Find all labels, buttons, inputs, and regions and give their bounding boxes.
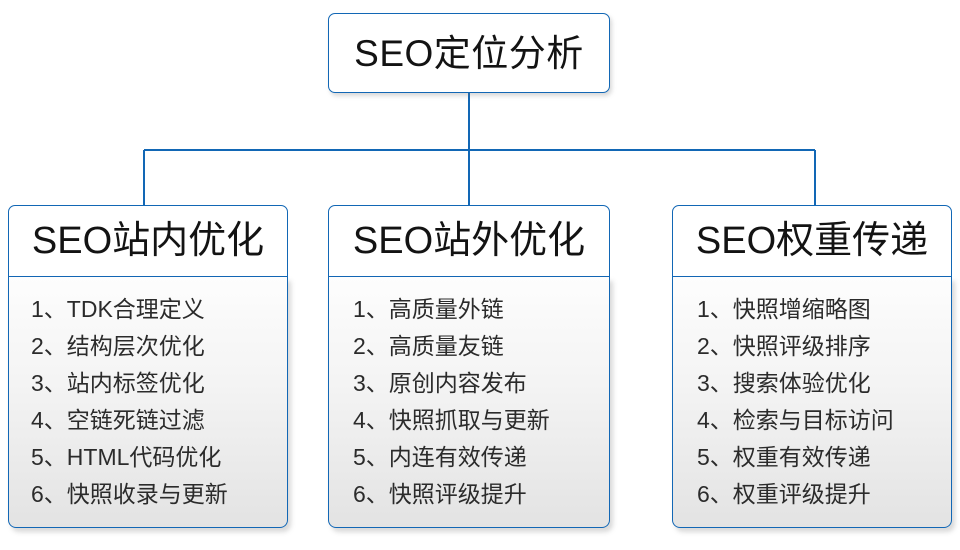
list-item: 5、内连有效传递 [353, 444, 527, 470]
list-item: 4、检索与目标访问 [697, 407, 894, 433]
branch-header[interactable]: SEO站外优化 [328, 205, 610, 277]
list-item: 4、快照抓取与更新 [353, 407, 550, 433]
branch-header-label: SEO站内优化 [31, 220, 265, 262]
branch-header[interactable]: SEO权重传递 [672, 205, 952, 277]
list-item: 3、搜索体验优化 [697, 370, 871, 396]
list-item: 1、快照增缩略图 [697, 296, 871, 322]
list-item: 3、原创内容发布 [353, 370, 527, 396]
branch-header-label: SEO权重传递 [695, 220, 929, 262]
branch-header-label: SEO站外优化 [352, 220, 586, 262]
list-item: 1、高质量外链 [353, 296, 504, 322]
branch-column-seo-weight: SEO权重传递 1、快照增缩略图 2、快照评级排序 3、搜索体验优化 4、检索与… [672, 205, 952, 528]
list-item: 2、快照评级排序 [697, 333, 871, 359]
branch-column-seo-onsite: SEO站内优化 1、TDK合理定义 2、结构层次优化 3、站内标签优化 4、空链… [8, 205, 288, 528]
list-item: 6、快照收录与更新 [31, 481, 228, 507]
list-item: 5、HTML代码优化 [31, 444, 222, 470]
list-item: 6、快照评级提升 [353, 481, 527, 507]
root-node-label: SEO定位分析 [354, 32, 584, 74]
branch-column-seo-offsite: SEO站外优化 1、高质量外链 2、高质量友链 3、原创内容发布 4、快照抓取与… [328, 205, 610, 528]
list-item: 1、TDK合理定义 [31, 296, 205, 322]
branch-item-list: 1、高质量外链 2、高质量友链 3、原创内容发布 4、快照抓取与更新 5、内连有… [328, 277, 610, 528]
list-item: 2、结构层次优化 [31, 333, 205, 359]
branch-item-list: 1、快照增缩略图 2、快照评级排序 3、搜索体验优化 4、检索与目标访问 5、权… [672, 277, 952, 528]
list-item: 2、高质量友链 [353, 333, 504, 359]
root-node[interactable]: SEO定位分析 [328, 13, 610, 93]
branch-header[interactable]: SEO站内优化 [8, 205, 288, 277]
list-item: 3、站内标签优化 [31, 370, 205, 396]
list-item: 5、权重有效传递 [697, 444, 871, 470]
list-item: 6、权重评级提升 [697, 481, 871, 507]
list-item: 4、空链死链过滤 [31, 407, 205, 433]
branch-item-list: 1、TDK合理定义 2、结构层次优化 3、站内标签优化 4、空链死链过滤 5、H… [8, 277, 288, 528]
